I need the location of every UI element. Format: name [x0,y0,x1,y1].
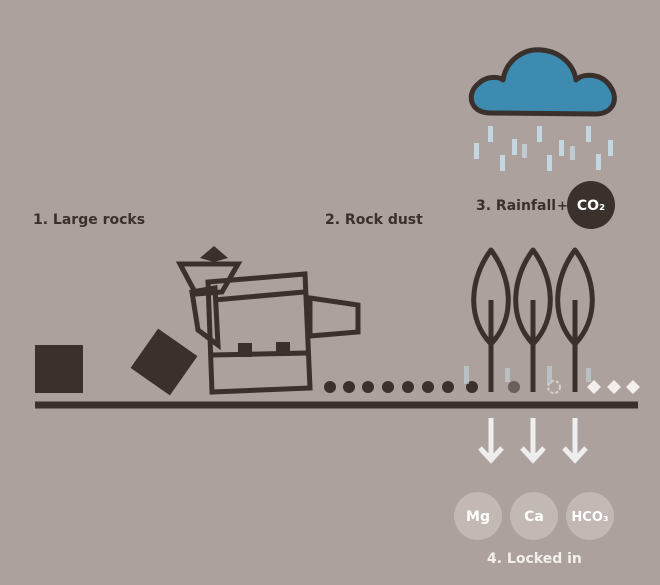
crusher-machine-icon [175,246,361,395]
label-locked-in: 4. Locked in [487,551,582,567]
tree-icon [513,247,553,392]
raindrop-icon [474,126,613,171]
rock-icon [35,345,83,393]
down-arrow-icon [478,418,504,464]
mineral-hco3-label: HCO₃ [571,510,608,525]
label-rock-dust: 2. Rock dust [325,212,423,228]
label-plus: + [557,199,568,214]
cloud-icon [468,47,617,117]
co2-badge-icon: CO₂ [567,181,615,229]
co2-text: CO₂ [577,198,605,214]
label-rainfall: 3. Rainfall [476,198,556,214]
rock-dust-particles [324,380,640,394]
mineral-mg-label: Mg [466,509,490,525]
label-large-rocks: 1. Large rocks [33,212,145,228]
down-arrow-icon [520,418,546,464]
tilted-rock-icon [130,328,198,396]
tree-icon [555,247,595,392]
ground-rain-marks [464,366,591,384]
mineral-ca: Ca [510,492,558,540]
down-arrow-icon [562,418,588,464]
tree-icon [471,247,511,392]
mineral-mg: Mg [454,492,502,540]
mineral-hco3: HCO₃ [566,492,614,540]
mineral-ca-label: Ca [524,509,544,525]
